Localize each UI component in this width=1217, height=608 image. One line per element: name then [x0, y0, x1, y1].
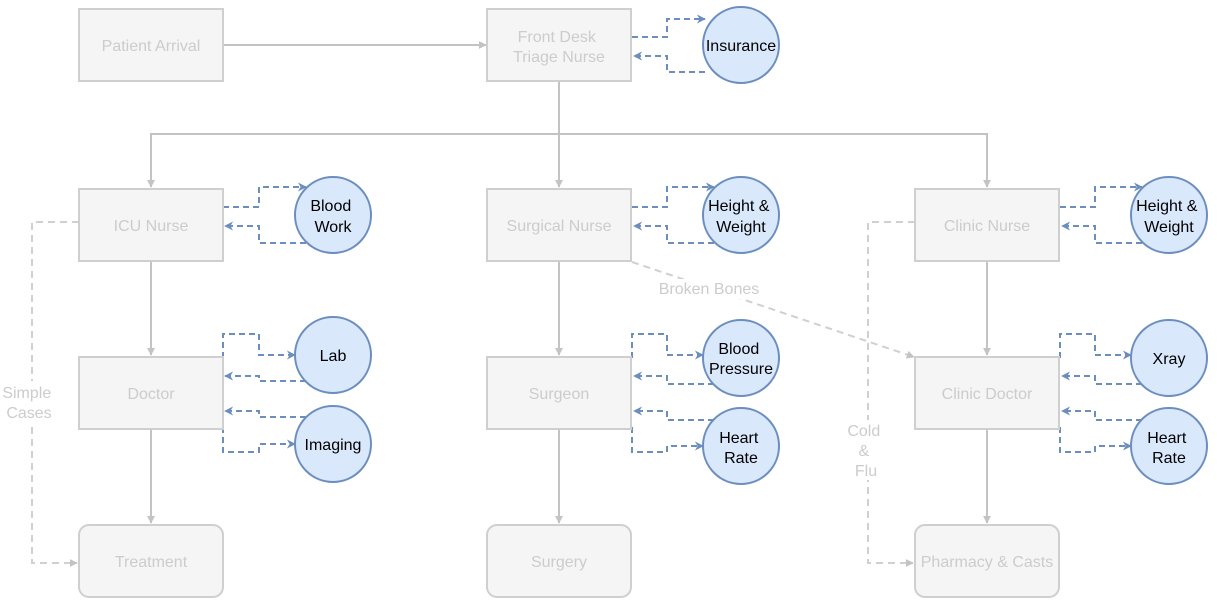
- blood-pressure-label: Blood Pressure: [709, 341, 773, 378]
- surgical-to-height-weight-link: [632, 182, 715, 208]
- height-weight-surgical-label: Height & Weight: [708, 198, 774, 236]
- xray-label: Xray: [1153, 351, 1186, 368]
- surgeon-to-heart-rate-link: [631, 427, 704, 453]
- surgeon-to-blood-pressure-link: [631, 333, 704, 360]
- pharmacy-casts-label: Pharmacy & Casts: [921, 554, 1053, 571]
- edge-labels: Simple Cases Broken Bones Cold & Flu: [2, 279, 886, 480]
- triage-to-insurance-link: [632, 14, 706, 38]
- doctor-label: Doctor: [127, 386, 175, 403]
- front-desk-triage-label: Front Desk Triage Nurse: [513, 29, 605, 66]
- height-weight-clinic-label: Height & Weight: [1136, 198, 1202, 236]
- height-weight-to-surgical-link: [633, 221, 714, 244]
- simple-cases-label: Simple Cases: [2, 385, 55, 422]
- cold-flu-label: Cold & Flu: [847, 423, 884, 480]
- insurance-label: Insurance: [706, 38, 776, 55]
- service-connectors: [222, 14, 1143, 453]
- imaging-label: Imaging: [305, 437, 362, 454]
- doctor-to-imaging-link: [222, 427, 296, 453]
- doctor-node[interactable]: Doctor: [78, 356, 224, 430]
- clinic-nurse-node[interactable]: Clinic Nurse: [914, 188, 1060, 262]
- blood-work-label: Blood Work: [310, 198, 355, 236]
- surgery-node[interactable]: Surgery: [486, 524, 632, 598]
- patient-arrival-node[interactable]: Patient Arrival: [78, 8, 224, 82]
- icu-nurse-label: ICU Nurse: [114, 218, 189, 235]
- heart-rate-clinic-label: Heart Rate: [1147, 430, 1191, 467]
- clinic-doctor-label: Clinic Doctor: [942, 386, 1033, 403]
- blood-work-to-icu-link: [224, 221, 306, 244]
- heart-rate-surgeon-label: Heart Rate: [719, 430, 763, 467]
- clinic-doctor-to-xray-link: [1059, 333, 1132, 360]
- heart-rate-clinic-node[interactable]: Heart Rate: [1130, 407, 1208, 485]
- blood-pressure-node[interactable]: Blood Pressure: [702, 319, 780, 397]
- blood-pressure-to-surgeon-link: [633, 371, 714, 385]
- lab-to-doctor-link: [224, 371, 306, 382]
- surgeon-node[interactable]: Surgeon: [486, 356, 632, 430]
- imaging-to-doctor-link: [224, 406, 306, 418]
- height-weight-to-clinic-link: [1061, 221, 1142, 244]
- xray-to-clinic-doctor-link: [1061, 371, 1142, 385]
- xray-node[interactable]: Xray: [1130, 319, 1208, 397]
- pharmacy-casts-node[interactable]: Pharmacy & Casts: [914, 524, 1060, 598]
- clinic-doctor-node[interactable]: Clinic Doctor: [914, 356, 1060, 430]
- triage-to-icu-connector: [147, 81, 560, 188]
- process-nodes: Patient Arrival Front Desk Triage Nurse …: [78, 8, 1060, 598]
- patient-arrival-label: Patient Arrival: [102, 38, 201, 55]
- broken-bones-label: Broken Bones: [659, 281, 760, 298]
- treatment-label: Treatment: [115, 554, 188, 571]
- icu-nurse-node[interactable]: ICU Nurse: [78, 188, 224, 262]
- treatment-node[interactable]: Treatment: [78, 524, 224, 598]
- lab-node[interactable]: Lab: [294, 316, 372, 394]
- clinic-doctor-to-heart-rate-link: [1059, 427, 1132, 453]
- service-nodes: Insurance Blood Work Height & Weight Hei…: [294, 6, 1208, 485]
- clinic-to-height-weight-link: [1060, 182, 1143, 208]
- triage-to-clinic-connector: [559, 133, 991, 188]
- surgery-label: Surgery: [531, 554, 587, 571]
- heart-rate-to-surgeon-link: [633, 406, 714, 421]
- heart-rate-to-clinic-doctor-link: [1061, 406, 1142, 421]
- blood-work-node[interactable]: Blood Work: [294, 176, 372, 254]
- imaging-node[interactable]: Imaging: [294, 405, 372, 483]
- doctor-to-lab-link: [222, 333, 296, 360]
- height-weight-surgical-node[interactable]: Height & Weight: [702, 176, 780, 254]
- height-weight-clinic-node[interactable]: Height & Weight: [1130, 176, 1208, 254]
- surgeon-label: Surgeon: [529, 386, 590, 403]
- surgical-nurse-label: Surgical Nurse: [507, 218, 612, 235]
- lab-label: Lab: [320, 348, 347, 365]
- front-desk-triage-node[interactable]: Front Desk Triage Nurse: [486, 8, 632, 82]
- insurance-to-triage-link: [633, 51, 705, 73]
- clinic-nurse-label: Clinic Nurse: [944, 218, 1030, 235]
- cold-flu-connector: [867, 221, 915, 567]
- surgical-nurse-node[interactable]: Surgical Nurse: [486, 188, 632, 262]
- broken-bones-connector: [631, 261, 915, 359]
- heart-rate-surgeon-node[interactable]: Heart Rate: [702, 407, 780, 485]
- icu-to-blood-work-link: [223, 182, 307, 208]
- insurance-node[interactable]: Insurance: [702, 6, 780, 84]
- flow-connectors: [31, 41, 991, 567]
